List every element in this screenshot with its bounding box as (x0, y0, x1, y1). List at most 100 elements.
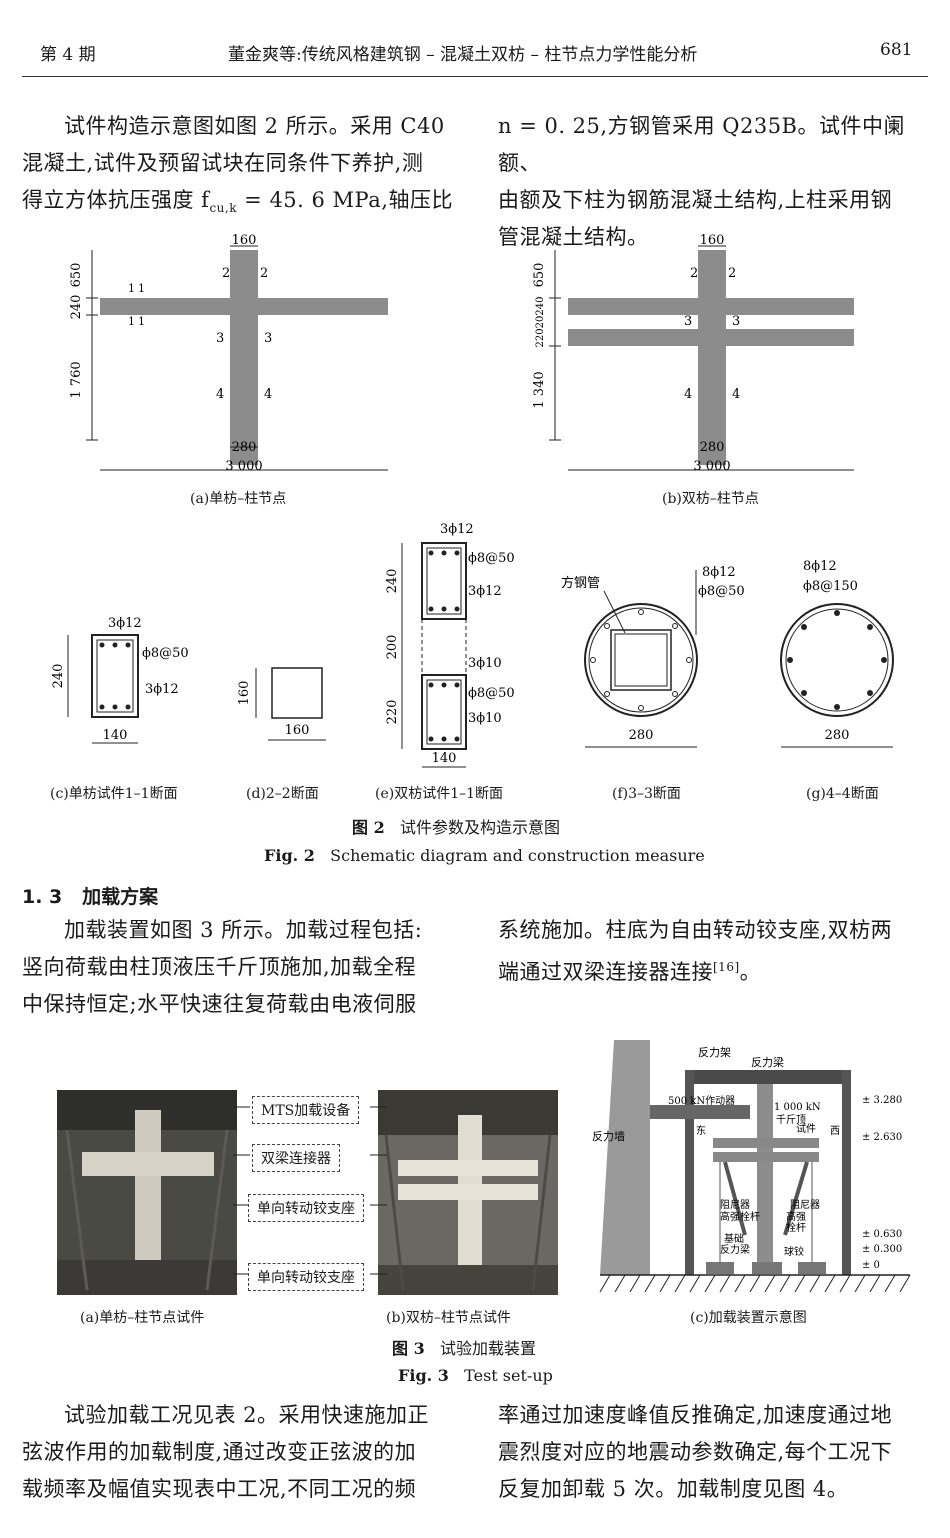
elevation: ± 2.630 (862, 1132, 902, 1143)
rebar-label: 8ϕ12 (803, 559, 837, 574)
loading-left-column: 加载装置如图 3 所示。加载过程包括: 竖向荷载由柱顶液压千斤顶施加,加载全程 … (22, 912, 462, 1023)
elevation: ± 0 (862, 1260, 880, 1271)
stirrup-label: ϕ8@50 (468, 686, 515, 701)
dim-label: 280 (629, 728, 654, 743)
label-hinge-bottom: 单向转动铰支座 (248, 1263, 364, 1291)
rebar-label: 3ϕ10 (468, 656, 502, 671)
fig3c-caption: (c)加载装置示意图 (690, 1310, 807, 1326)
intro-line: 管混凝土结构。 (498, 225, 649, 249)
label: 反力架 (698, 1046, 731, 1059)
dim-label: 280 (825, 728, 850, 743)
label: 球铰 (784, 1245, 804, 1258)
label: 基础 (724, 1232, 744, 1245)
reaction-beam (685, 1070, 851, 1084)
fig2b-caption: (b)双枋–柱节点 (662, 491, 759, 507)
section-mark: 3 (216, 331, 224, 346)
label: 阻尼器 (720, 1199, 750, 1211)
section-mark: 4 (732, 387, 740, 402)
fig2-cross-sections: 3ϕ12 ϕ8@50 3ϕ12 240 140 160 160 3ϕ12 ϕ8@… (51, 522, 894, 768)
label: 500 kN作动器 (668, 1095, 735, 1107)
fig3-caption-cn: 图 3 试验加载装置 (392, 1339, 536, 1358)
fig2c-caption: (c)单枋试件1–1断面 (50, 786, 178, 802)
closing-right-column: 率通过加速度峰值反推确定,加速度通过地 震烈度对应的地震动参数确定,每个工况下 … (498, 1397, 938, 1508)
fig2-caption-en: Fig. 2 Schematic diagram and constructio… (264, 846, 705, 865)
rebar-label: 3ϕ12 (468, 584, 502, 599)
fig3-label-arrows (233, 1106, 387, 1275)
dim-label: 240 (385, 569, 400, 594)
dim-label: 22020240 (535, 297, 546, 348)
loading-line: 加载装置如图 3 所示。加载过程包括: (64, 918, 423, 942)
rebar-label: 3ϕ12 (108, 616, 142, 631)
loading-right-column: 系统施加。柱底为自由转动铰支座,双枋两 端通过双梁连接器连接[16]。 (498, 912, 938, 991)
dim-label: 1 340 (532, 371, 547, 408)
fig3b-caption: (b)双枋–柱节点试件 (386, 1310, 511, 1326)
label: 西 (830, 1126, 840, 1137)
label: 阻尼器 (790, 1199, 820, 1211)
section-mark: 1 (138, 315, 145, 328)
fig3b-photo (378, 1090, 558, 1295)
fig2g-caption: (g)4–4断面 (806, 786, 879, 802)
fig2a-caption: (a)单枋–柱节点 (190, 491, 287, 507)
dim-label: 3 000 (225, 459, 262, 474)
closing-line: 试验加载工况见表 2。采用快速施加正 (64, 1403, 430, 1427)
rebar-label: 8ϕ12 (702, 565, 736, 580)
column (698, 250, 726, 465)
fig3-caption-en: Fig. 3 Test set-up (398, 1366, 553, 1385)
closing-line: 载频率及幅值实现表中工况,不同工况的频 (22, 1477, 417, 1501)
stirrup-label: ϕ8@50 (468, 551, 515, 566)
section-mark: 2 (690, 266, 698, 281)
dim-label: 140 (432, 751, 457, 766)
column (230, 250, 258, 465)
fig2-caption-cn: 图 2 试件参数及构造示意图 (352, 818, 560, 837)
fig2-elevations: 160 650 240 1 760 280 3 000 1 1 1 1 2 2 … (69, 233, 854, 474)
loading-line: 系统施加。柱底为自由转动铰支座,双枋两 (498, 918, 893, 942)
dim-label: 650 (69, 263, 84, 288)
elevation: ± 3.280 (862, 1095, 902, 1106)
label: 反力梁 (720, 1243, 750, 1256)
fig2e-caption: (e)双枋试件1–1断面 (375, 786, 504, 802)
rebar-label: 3ϕ10 (468, 711, 502, 726)
intro-line: 混凝土,试件及预留试块在同条件下养护,测 (22, 151, 424, 175)
dim-label: 160 (232, 233, 257, 248)
label: 试件 (796, 1122, 816, 1135)
label-mts: MTS加载设备 (252, 1096, 360, 1124)
actuator (650, 1105, 750, 1119)
label-hinge-top: 单向转动铰支座 (248, 1194, 364, 1222)
loading-line: 竖向荷载由柱顶液压千斤顶施加,加载全程 (22, 955, 417, 979)
dim-label: 160 (237, 681, 252, 706)
beam (100, 298, 388, 315)
intro-line: 得立方体抗压强度 fcu,k = 45. 6 MPa,轴压比 (22, 188, 453, 216)
loading-line: 端通过双梁连接器连接[16]。 (498, 960, 762, 984)
tube-label: 方钢管 (561, 575, 600, 591)
section-mark: 4 (684, 387, 692, 402)
label: 反力墙 (592, 1129, 625, 1143)
fig2f-caption: (f)3–3断面 (612, 786, 681, 802)
section-mark: 1 (128, 315, 135, 328)
elevation: ± 0.300 (862, 1244, 902, 1255)
dim-label: 200 (385, 635, 400, 660)
section-mark: 2 (222, 266, 230, 281)
section-mark: 1 (128, 282, 135, 295)
section-heading: 1. 3 加载方案 (22, 886, 159, 908)
fig2e-section: 3ϕ12 ϕ8@50 3ϕ12 3ϕ10 ϕ8@50 3ϕ10 240 200 … (385, 522, 515, 768)
fig2g-section: 8ϕ12 ϕ8@150 280 (780, 559, 894, 748)
section-mark: 1 (138, 282, 145, 295)
dim-label: 1 760 (69, 361, 84, 398)
fig2a-single-beam-joint: 160 650 240 1 760 280 3 000 1 1 1 1 2 2 … (69, 233, 388, 474)
dim-label: 3 000 (693, 459, 730, 474)
intro-right-column: n = 0. 25,方钢管采用 Q235B。试件中阑额、 由额及下柱为钢筋混凝土… (498, 108, 938, 256)
fig2d-caption: (d)2–2断面 (246, 786, 319, 802)
dim-label: 240 (69, 295, 84, 320)
label: 千斤顶 (776, 1114, 806, 1126)
intro-line: n = 0. 25,方钢管采用 Q235B。试件中阑额、 (498, 114, 905, 175)
dim-label: 650 (532, 263, 547, 288)
specimen-column (757, 1084, 773, 1274)
dim-label: 280 (232, 440, 257, 455)
intro-left-column: 试件构造示意图如图 2 所示。采用 C40 混凝土,试件及预留试块在同条件下养护… (22, 108, 462, 227)
section-mark: 3 (684, 314, 692, 329)
fig2b-double-beam-joint: 160 650 22020240 1 340 280 3 000 2 2 3 3… (532, 233, 854, 474)
page-number: 681 (880, 40, 913, 60)
rebar-label: 3ϕ12 (145, 682, 179, 697)
dim-label: 140 (103, 728, 128, 743)
dim-label: 280 (700, 440, 725, 455)
